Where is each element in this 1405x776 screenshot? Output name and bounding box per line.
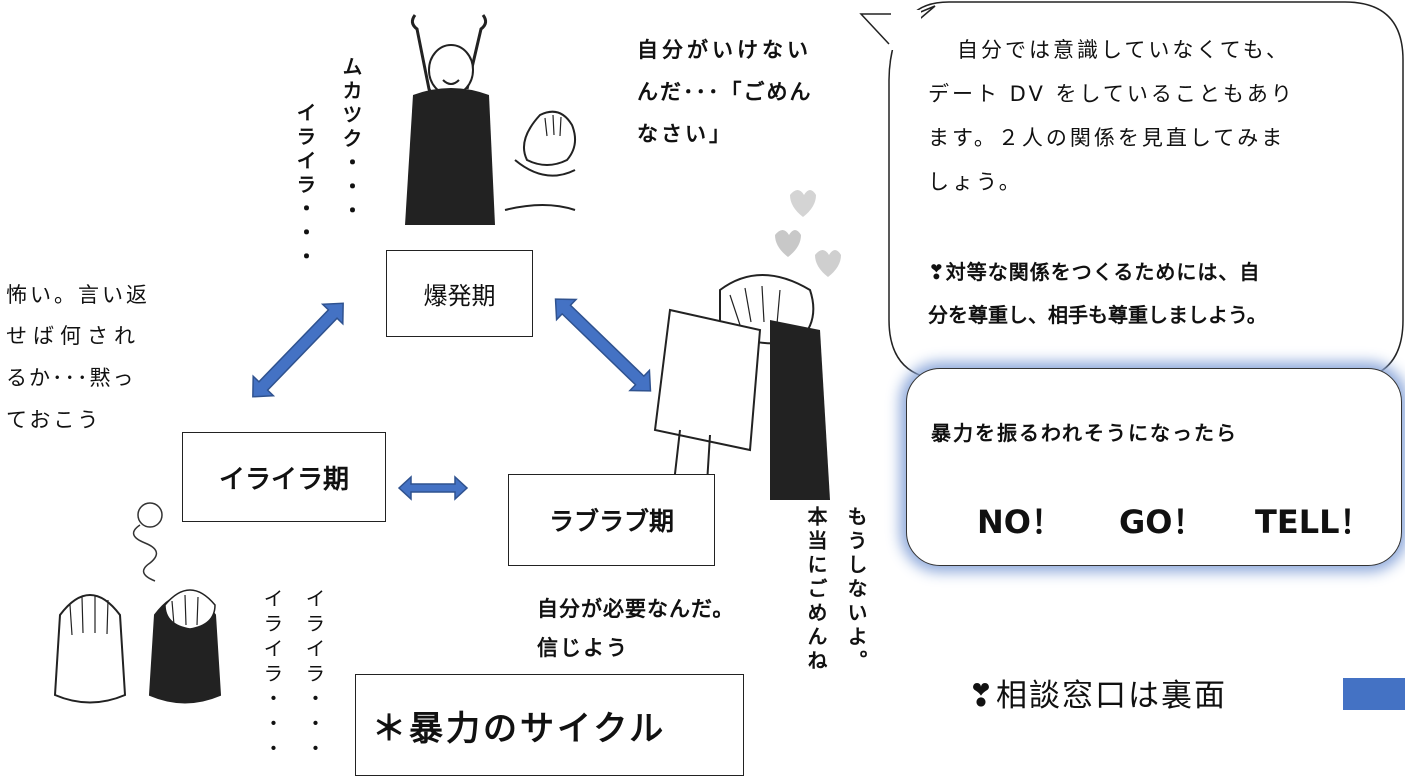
voice-my-fault-1: 自分がいけない [637, 38, 812, 62]
stage-box-lovelove: ラブラブ期 [508, 474, 715, 566]
arrow-irritation-lovelove [397, 475, 469, 501]
cycle-title: ＊暴力のサイクル [372, 708, 667, 749]
voice-my-fault-3: なさい」 [637, 122, 733, 146]
hugging-couple-illustration [653, 190, 841, 501]
voice-scared-2: せば何され [6, 324, 141, 348]
voice-needed-1: 自分が必要なんだ。 [537, 597, 735, 621]
stage-label-lovelove: ラブラブ期 [548, 507, 674, 536]
consult-tab-marker [1343, 678, 1405, 710]
bubble-tip-1: ❣対等な関係をつくるためには、自 [928, 260, 1261, 284]
cycle-title-box: ＊暴力のサイクル [355, 674, 744, 776]
stage-box-irritation: イライラ期 [182, 432, 386, 522]
slogan-no: NO！ [977, 503, 1063, 541]
voice-my-fault-2: んだ･･･「ごめん [637, 80, 813, 104]
violence-warning-box: 暴力を振るわれそうになったら NO！ GO！ TELL！ [906, 368, 1402, 566]
voice-scared-1: 怖い。言い返 [6, 283, 150, 307]
stage-label-explosion: 爆発期 [423, 282, 496, 310]
voice-iraira-right: イライラ・・・ [302, 588, 326, 763]
slogan-go: GO！ [1119, 503, 1205, 541]
speech-bubble-frame [859, 1, 1404, 381]
arrow-explosion-lovelove [554, 298, 652, 392]
anxious-people-illustration [53, 502, 222, 704]
voice-iraira-top: イライラ・・・ [293, 102, 317, 270]
voice-scared-3: るか･･･黙っ [6, 366, 136, 390]
voice-iraira-left: イライラ・・・ [260, 588, 284, 763]
consult-note: ❣相談窓口は裏面 [968, 678, 1227, 714]
angry-person-illustration [405, 14, 577, 225]
bubble-tip-2: 分を尊重し、相手も尊重しましよう。 [928, 303, 1267, 327]
voice-needed-2: 信じよう [537, 636, 629, 660]
bubble-line-2: デート DV をしていることもあり [928, 82, 1295, 106]
bubble-line-1: 自分では意識していなくても、 [957, 38, 1291, 62]
slogan-tell: TELL！ [1255, 503, 1372, 541]
arrow-irritation-explosion [252, 302, 344, 398]
voice-mukatsuku: ムカツク・・・ [339, 56, 363, 224]
stage-label-irritation: イライラ期 [218, 464, 349, 495]
bubble-line-3: ます。２人の関係を見直してみま [928, 126, 1286, 150]
voice-never-again: もうしないよ。 [844, 506, 868, 674]
bubble-line-4: しょう。 [928, 170, 1023, 194]
stage-box-explosion: 爆発期 [386, 250, 533, 337]
voice-scared-4: ておこう [6, 408, 102, 432]
violence-box-heading: 暴力を振るわれそうになったら [931, 421, 1238, 445]
voice-really-sorry: 本当にごめんね [804, 506, 828, 674]
